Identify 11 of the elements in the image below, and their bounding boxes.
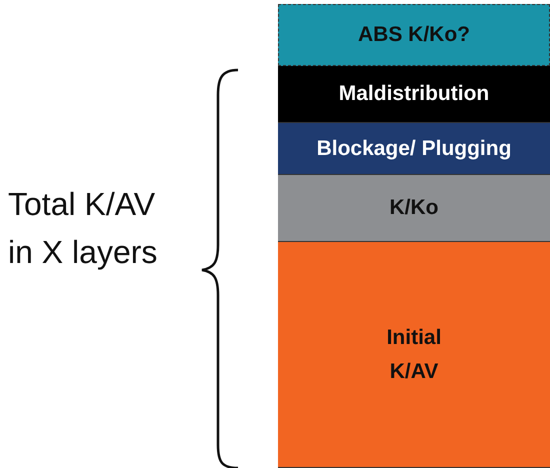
band-label: Blockage/ Plugging <box>316 136 512 160</box>
layer-band <box>278 175 550 242</box>
band-label: K/Ko <box>390 196 438 220</box>
band-label: Initial K/AV <box>386 324 442 384</box>
layer-band <box>278 123 550 175</box>
band-label: Maldistribution <box>338 82 490 106</box>
layer-band <box>278 242 550 468</box>
layer-band <box>278 66 550 123</box>
side-label: Total K/AV in X layers <box>8 185 158 272</box>
dashed-band <box>278 4 550 66</box>
band-label: ABS K/Ko? <box>358 23 470 47</box>
